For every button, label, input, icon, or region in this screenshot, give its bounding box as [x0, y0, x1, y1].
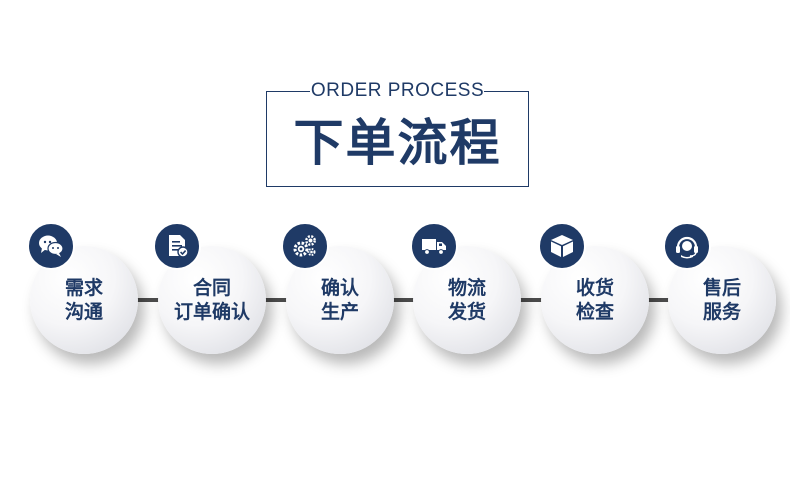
chat-icon — [27, 222, 75, 270]
document-check-icon — [153, 222, 201, 270]
step-label-line2: 沟通 — [64, 301, 103, 323]
step-label-line2: 发货 — [447, 301, 486, 323]
step-4: 物流 发货 — [410, 222, 521, 354]
truck-icon — [410, 222, 458, 270]
step-label-line2: 检查 — [575, 301, 614, 323]
step-label-line2: 生产 — [320, 301, 359, 323]
step-6: 售后 服务 — [663, 222, 776, 354]
box-icon — [538, 222, 586, 270]
step-label-line2: 服务 — [702, 301, 741, 323]
step-label-line1: 收货 — [575, 277, 614, 299]
headset-icon — [663, 222, 711, 270]
connector-line — [82, 298, 722, 302]
step-label-line1: 合同 — [192, 277, 231, 299]
step-label-line1: 物流 — [447, 277, 486, 299]
step-5: 收货 检查 — [538, 222, 649, 354]
title-frame-top-left — [266, 91, 310, 92]
step-label-line2: 订单确认 — [173, 301, 250, 323]
title-frame — [266, 91, 529, 187]
subtitle: ORDER PROCESS — [310, 80, 485, 101]
step-1: 需求 沟通 — [27, 222, 138, 354]
title-frame-top-right — [484, 91, 529, 92]
step-3: 确认 生产 — [281, 222, 394, 354]
page-title: 下单流程 — [293, 114, 502, 172]
step-2: 合同 订单确认 — [153, 222, 266, 354]
step-label-line1: 需求 — [64, 277, 103, 299]
step-label-line1: 确认 — [320, 277, 359, 299]
step-label-line1: 售后 — [702, 277, 741, 299]
gears-icon — [281, 222, 329, 270]
